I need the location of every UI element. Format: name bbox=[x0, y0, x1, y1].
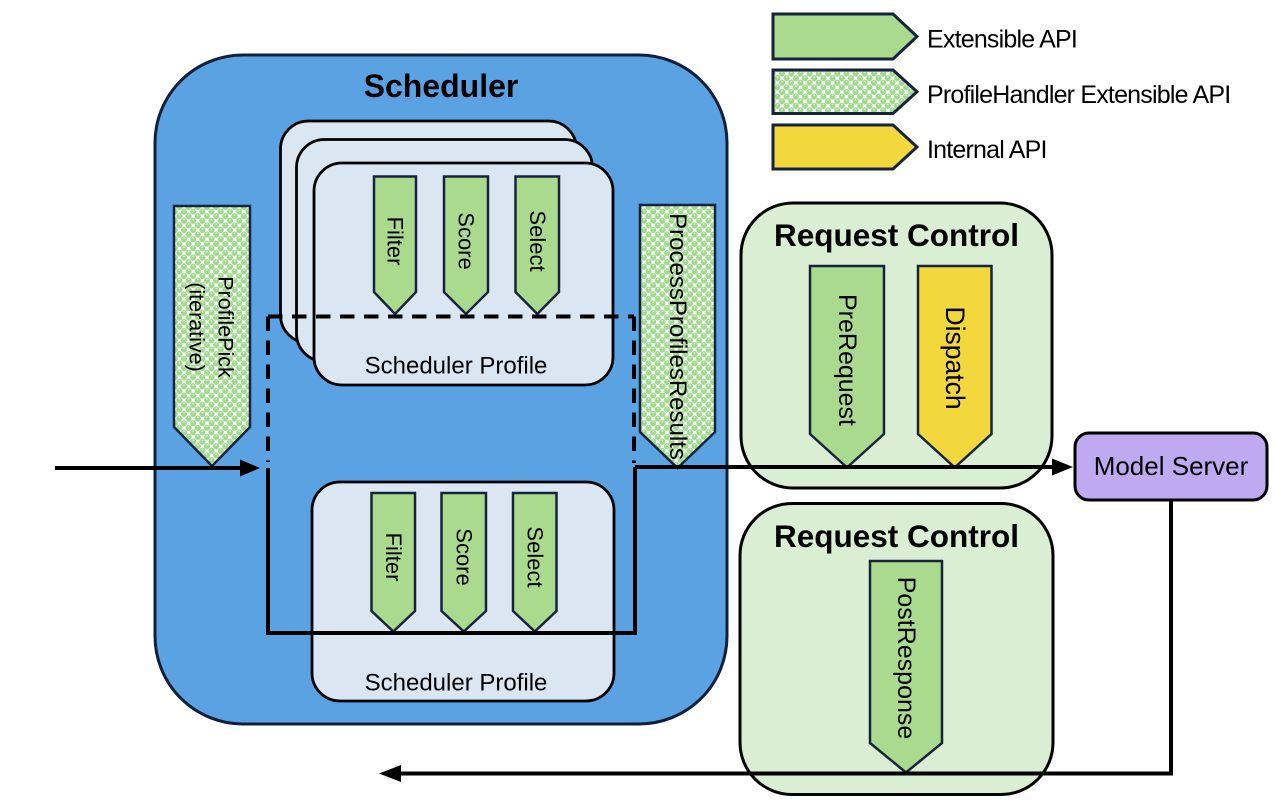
svg-text:Score: Score bbox=[454, 212, 479, 269]
svg-text:Scheduler: Scheduler bbox=[364, 68, 519, 104]
svg-text:PreRequest: PreRequest bbox=[833, 294, 861, 426]
svg-text:Filter: Filter bbox=[381, 533, 406, 582]
svg-text:Filter: Filter bbox=[383, 217, 408, 266]
svg-text:Request Control: Request Control bbox=[774, 518, 1019, 554]
svg-text:PostResponse: PostResponse bbox=[892, 577, 920, 740]
svg-text:Select: Select bbox=[522, 526, 547, 587]
svg-text:Score: Score bbox=[451, 528, 476, 585]
svg-text:Select: Select bbox=[525, 210, 550, 271]
svg-text:ProcessProfilesResults: ProcessProfilesResults bbox=[664, 213, 691, 460]
svg-text:Internal API: Internal API bbox=[927, 136, 1047, 164]
svg-text:Request Control: Request Control bbox=[774, 217, 1019, 253]
svg-text:Dispatch: Dispatch bbox=[940, 306, 970, 409]
svg-text:Scheduler Profile: Scheduler Profile bbox=[365, 353, 548, 380]
svg-text:Scheduler Profile: Scheduler Profile bbox=[365, 670, 548, 697]
svg-text:Model Server: Model Server bbox=[1094, 451, 1249, 481]
svg-text:ProfileHandler Extensible API: ProfileHandler Extensible API bbox=[927, 81, 1230, 109]
svg-text:Extensible API: Extensible API bbox=[927, 26, 1077, 54]
svg-text:(iterative): (iterative) bbox=[185, 282, 209, 372]
svg-text:ProfilePick: ProfilePick bbox=[214, 276, 238, 378]
